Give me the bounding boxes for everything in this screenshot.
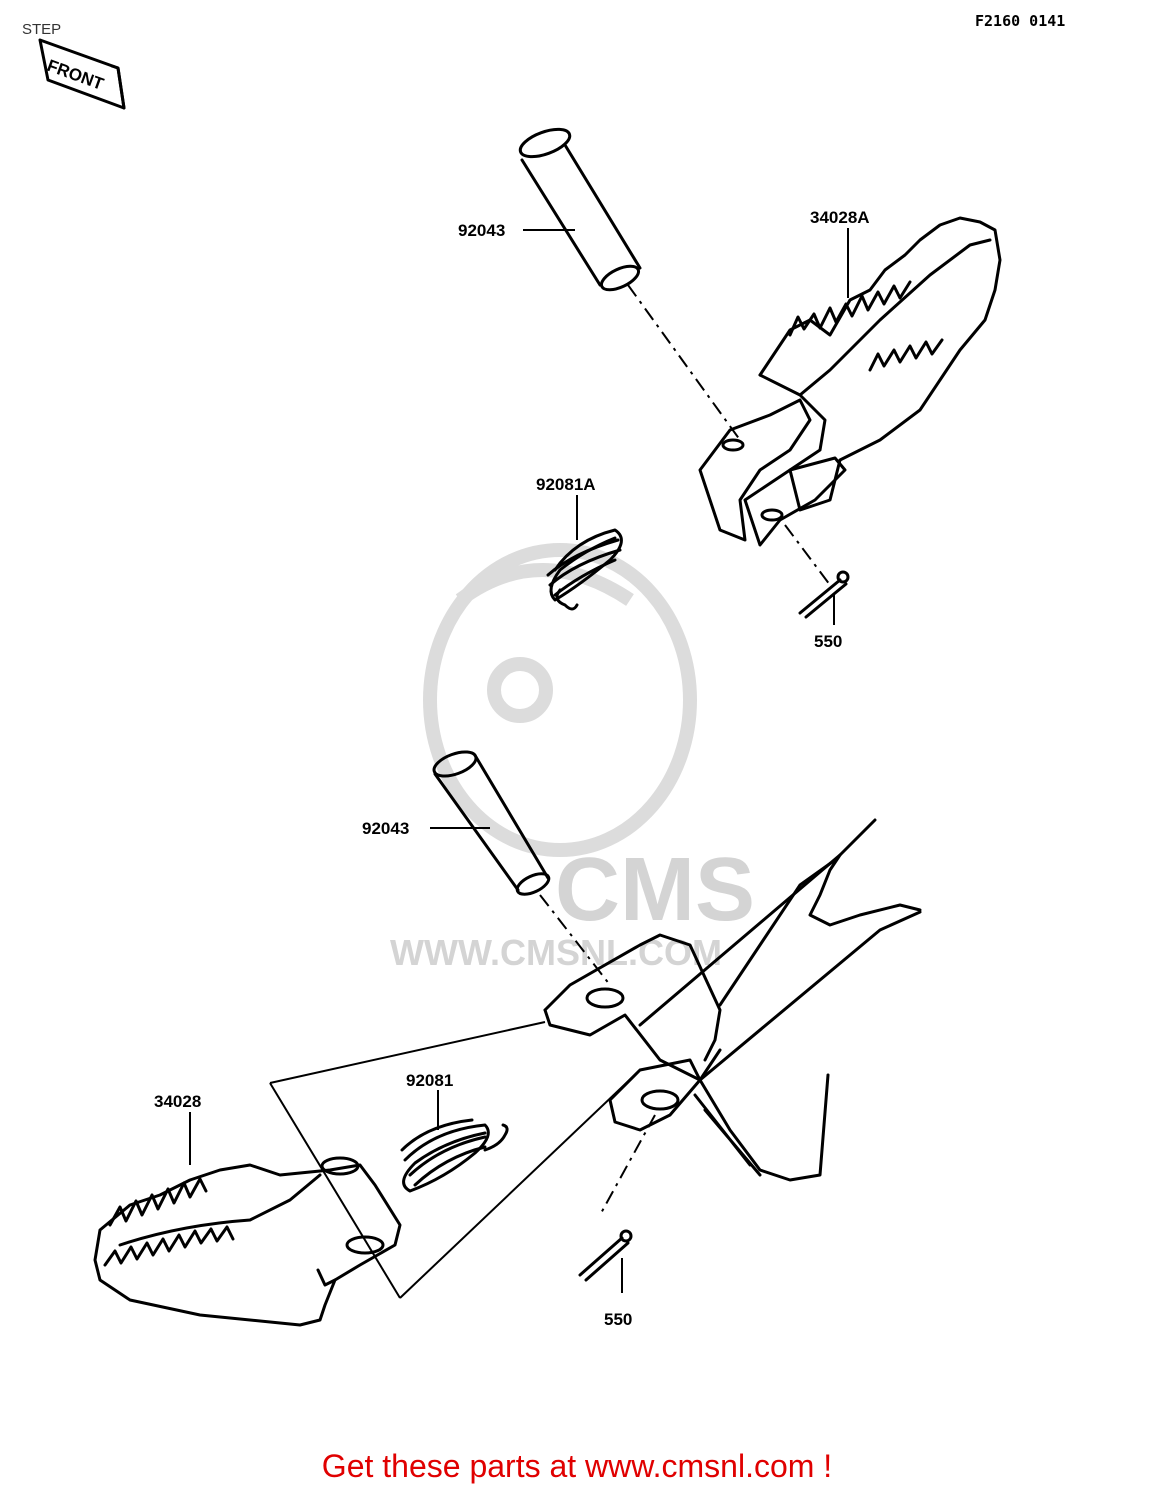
lower-cotter-pin xyxy=(578,1229,633,1282)
upper-pin-axis-line xyxy=(627,284,741,441)
label-upper-footpeg: 34028A xyxy=(810,208,870,227)
assembly-line-right xyxy=(399,1069,641,1299)
label-upper-cotter: 550 xyxy=(814,632,842,651)
watermark-url: WWW.CMSNL.COM xyxy=(390,932,722,973)
label-lower-spring: 92081 xyxy=(406,1071,453,1090)
label-upper-spring: 92081A xyxy=(536,475,596,494)
assembly-line-left xyxy=(269,1082,401,1299)
upper-cotter-pin xyxy=(798,570,850,619)
upper-cotter-axis-line xyxy=(784,524,831,586)
assembly-line-top xyxy=(269,1021,546,1084)
figure-reference: F2160 0141 xyxy=(975,12,1065,30)
label-upper-pin: 92043 xyxy=(458,221,505,240)
upper-spring xyxy=(546,528,623,611)
cmsnl-watermark: CMS WWW.CMSNL.COM xyxy=(390,543,755,973)
watermark-brand: CMS xyxy=(555,840,755,940)
lower-pin xyxy=(432,750,551,896)
label-lower-footpeg: 34028 xyxy=(154,1092,201,1111)
exploded-parts-diagram: CMS WWW.CMSNL.COM STEP F2160 0141 FRONT … xyxy=(22,12,1065,1329)
label-lower-pin: 92043 xyxy=(362,819,409,838)
section-title: STEP xyxy=(22,21,61,38)
lower-footpeg xyxy=(93,1156,402,1327)
upper-footpeg xyxy=(698,216,1002,547)
promo-link[interactable]: Get these parts at www.cmsnl.com ! xyxy=(321,1448,833,1484)
lower-spring xyxy=(400,1118,509,1193)
front-direction-badge: FRONT xyxy=(38,38,126,110)
frame-bracket xyxy=(543,818,922,1182)
lower-cotter-axis-line xyxy=(599,1114,656,1216)
label-lower-cotter: 550 xyxy=(604,1310,632,1329)
upper-pin xyxy=(518,127,642,292)
